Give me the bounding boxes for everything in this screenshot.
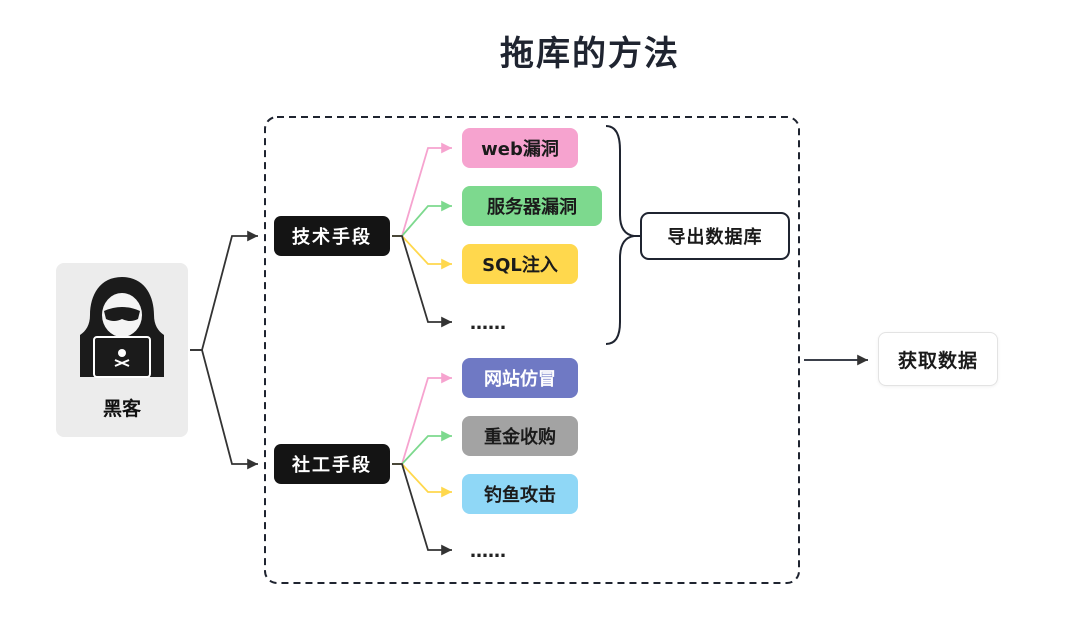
item-phishing-label: 钓鱼攻击	[484, 485, 556, 506]
connector-tech-to-more	[392, 235, 452, 328]
connector-tech-to-web	[392, 142, 452, 237]
methods-dashed-frame	[264, 116, 800, 584]
item-web-vuln-label: web漏洞	[481, 139, 559, 160]
item-server-vuln: 服务器漏洞	[462, 186, 602, 226]
social-method-node: 社工手段	[274, 444, 390, 484]
item-server-vuln-label: 服务器漏洞	[487, 197, 577, 218]
item-web-vuln: web漏洞	[462, 128, 578, 168]
export-database-label: 导出数据库	[667, 227, 763, 248]
item-social-more-label: ……	[470, 540, 506, 562]
social-method-label: 社工手段	[292, 455, 372, 476]
connector-social-to-purchase	[392, 430, 452, 465]
connector-hacker-to-social	[190, 349, 258, 470]
tech-method-label: 技术手段	[292, 227, 372, 248]
connector-hacker-to-tech	[190, 230, 258, 351]
hacker-node: 黑客	[56, 263, 188, 437]
item-tech-more: ……	[470, 308, 506, 338]
connector-social-to-phishing-site	[392, 372, 452, 465]
connector-tech-to-server	[392, 200, 452, 237]
item-social-more: ……	[470, 536, 506, 566]
connector-social-to-more	[392, 463, 452, 556]
connector-social-to-phishing	[392, 463, 452, 498]
get-data-label: 获取数据	[897, 349, 978, 372]
export-database-node: 导出数据库	[640, 212, 790, 260]
item-sql-injection-label: SQL注入	[482, 255, 558, 276]
tech-group-bracket	[605, 125, 635, 345]
item-sql-injection: SQL注入	[462, 244, 578, 284]
hacker-label: 黑客	[102, 398, 141, 420]
tech-method-node: 技术手段	[274, 216, 390, 256]
connector-tech-to-sql	[392, 235, 452, 270]
hooded-hacker-icon	[80, 277, 164, 378]
item-bribe-purchase-label: 重金收购	[484, 427, 556, 448]
diagram-title: 拖库的方法	[500, 34, 680, 74]
item-site-spoof-label: 网站仿冒	[484, 369, 556, 390]
get-data-node: 获取数据	[878, 332, 998, 386]
item-bribe-purchase: 重金收购	[462, 416, 578, 456]
item-site-spoof: 网站仿冒	[462, 358, 578, 398]
item-tech-more-label: ……	[470, 312, 506, 334]
item-phishing: 钓鱼攻击	[462, 474, 578, 514]
